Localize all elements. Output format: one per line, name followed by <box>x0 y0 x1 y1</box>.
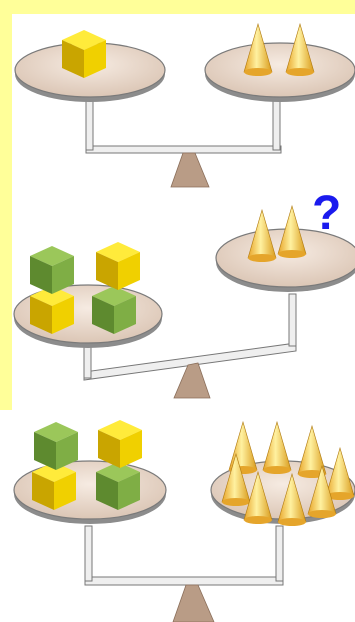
green-cube <box>96 462 140 510</box>
yellow-cube <box>98 420 142 468</box>
scale-2 <box>14 206 355 398</box>
green-cube <box>30 246 74 294</box>
scale-1 <box>15 24 355 187</box>
fulcrum-1 <box>171 153 209 187</box>
scale-3 <box>14 420 355 622</box>
cone <box>263 422 291 474</box>
green-cube <box>92 286 136 334</box>
yellow-cube <box>62 30 106 78</box>
fulcrum-3 <box>173 585 214 622</box>
green-cube <box>34 422 78 470</box>
yellow-cube <box>96 242 140 290</box>
question-mark: ? <box>312 190 341 238</box>
yellow-cube <box>32 462 76 510</box>
fulcrum-2 <box>174 363 210 398</box>
